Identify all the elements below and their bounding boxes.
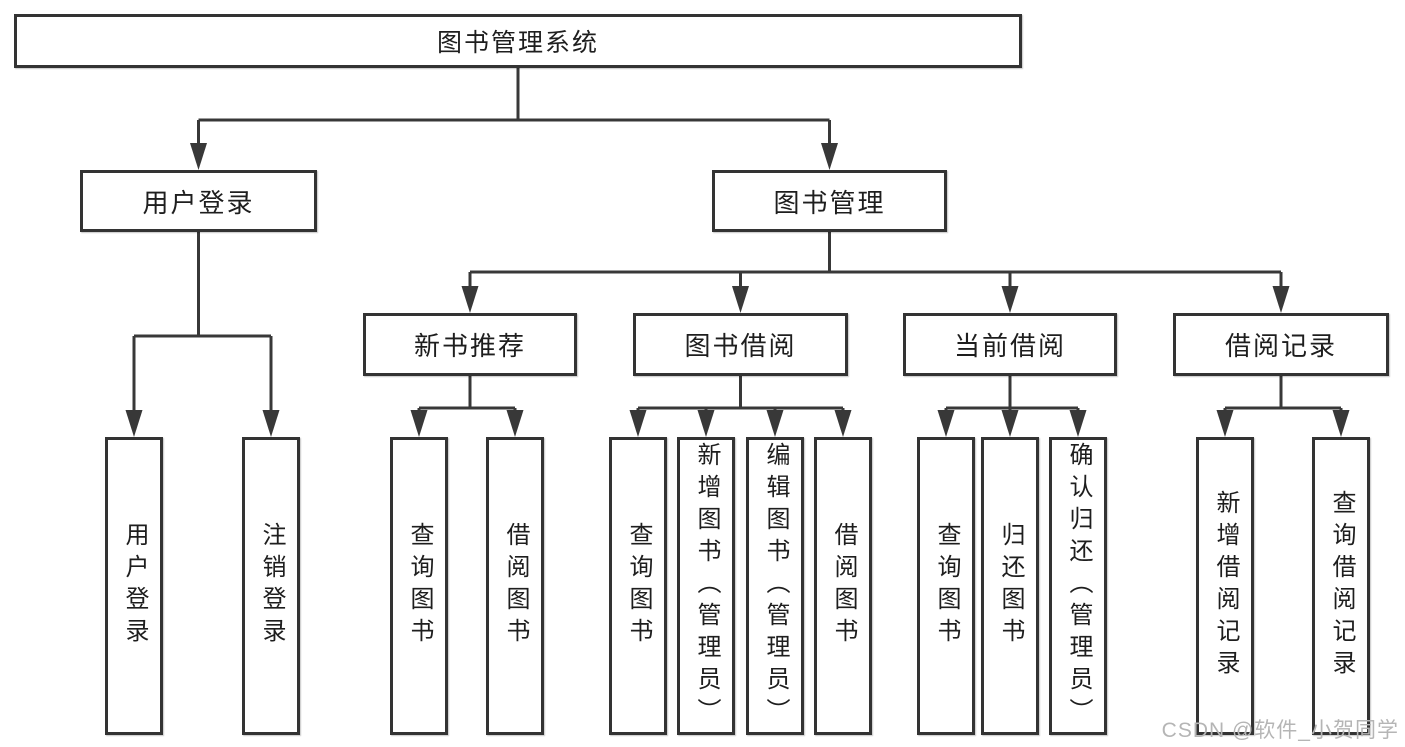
leaf-logout: 注销登录: [242, 437, 300, 735]
arrowhead: [766, 410, 784, 437]
connector-fork-book-mgmt: [468, 232, 1283, 288]
leaf-user-login: 用户登录: [105, 437, 163, 735]
arrowhead: [262, 410, 280, 437]
arrowhead: [125, 410, 143, 437]
leaf-confirm-return-admin: 确认归还（管理员）: [1049, 437, 1107, 735]
arrowhead: [190, 143, 207, 170]
arrowhead: [697, 410, 715, 437]
node-user-login: 用户登录: [80, 170, 317, 232]
arrowhead: [1272, 286, 1290, 313]
arrowhead: [1332, 410, 1350, 437]
arrowhead: [732, 286, 749, 313]
leaf-add-borrow-record: 新增借阅记录: [1196, 437, 1254, 735]
connector-fork-root: [197, 68, 831, 145]
node-new-book-rec: 新书推荐: [363, 313, 577, 376]
leaf-borrow-books-1: 借阅图书: [486, 437, 544, 735]
node-book-mgmt: 图书管理: [712, 170, 947, 232]
leaf-query-books-2: 查询图书: [609, 437, 667, 735]
leaf-query-books-3: 查询图书: [917, 437, 975, 735]
arrowhead: [834, 410, 852, 437]
leaf-query-books-1: 查询图书: [390, 437, 448, 735]
arrowhead: [937, 410, 955, 437]
arrowhead: [821, 143, 838, 170]
arrowhead: [461, 286, 479, 313]
arrowhead: [1069, 410, 1087, 437]
leaf-borrow-books-2: 借阅图书: [814, 437, 872, 735]
connector-fork-current-borrow: [944, 376, 1080, 412]
arrowhead: [1001, 410, 1019, 437]
node-borrow-records: 借阅记录: [1173, 313, 1389, 376]
arrowhead: [629, 410, 647, 437]
arrowhead: [410, 410, 428, 437]
leaf-add-books-admin: 新增图书（管理员）: [677, 437, 735, 735]
arrowhead: [1001, 286, 1019, 313]
node-root: 图书管理系统: [14, 14, 1022, 68]
leaf-return-books: 归还图书: [981, 437, 1039, 735]
connector-fork-borrow-records: [1223, 376, 1343, 412]
node-book-borrow: 图书借阅: [633, 313, 848, 376]
arrowhead: [506, 410, 524, 437]
leaf-edit-books-admin: 编辑图书（管理员）: [746, 437, 804, 735]
arrowhead: [1216, 410, 1234, 437]
connector-fork-book-borrow: [636, 376, 845, 412]
node-current-borrow: 当前借阅: [903, 313, 1117, 376]
leaf-query-borrow-record: 查询借阅记录: [1312, 437, 1370, 735]
connector-fork-user-login: [132, 232, 273, 412]
watermark: CSDN @软件_小贺同学: [1161, 719, 1399, 742]
connector-fork-new-book-rec: [417, 376, 517, 412]
